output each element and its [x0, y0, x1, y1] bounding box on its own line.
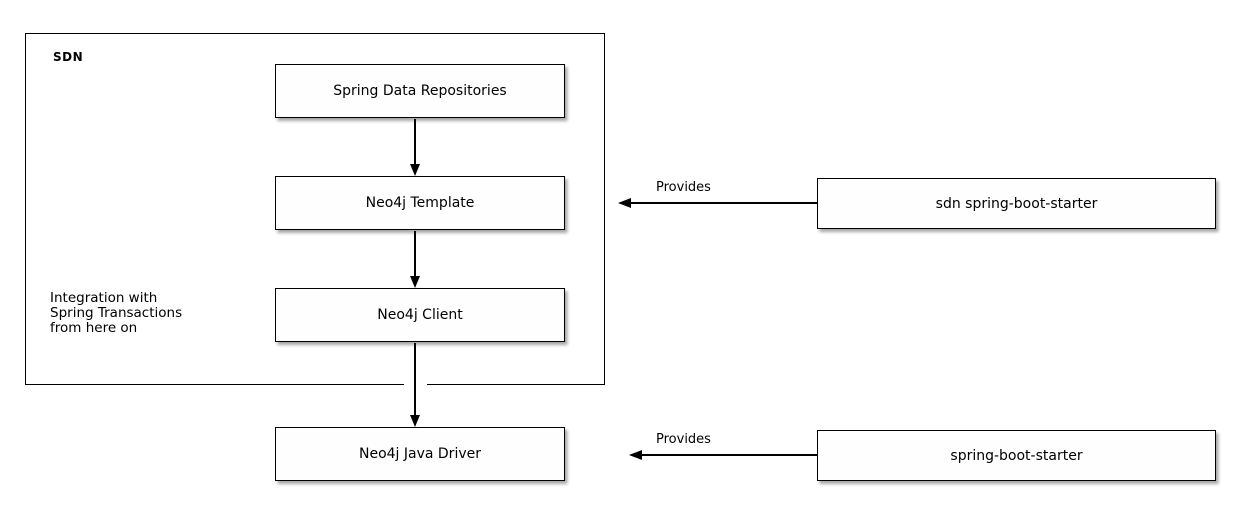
arrowhead-left-icon: [629, 450, 642, 460]
arrowhead-left-icon: [618, 198, 631, 208]
note-line-3: from here on: [50, 320, 138, 336]
sdn-group-label: SDN: [53, 50, 84, 64]
note-integration-transactions: Integration with Spring Transactions fro…: [50, 291, 182, 336]
edge-boot-starter-to-driver-line: [641, 454, 817, 456]
node-neo4j-client-label: Neo4j Client: [377, 307, 463, 323]
note-line-1: Integration with: [50, 290, 158, 306]
edge-template-to-client-line: [414, 231, 416, 277]
node-neo4j-template: Neo4j Template: [275, 176, 565, 230]
note-line-2: Spring Transactions: [50, 305, 183, 321]
node-spring-boot-starter-label: spring-boot-starter: [950, 447, 1083, 464]
edge-sdn-starter-to-template-line: [630, 202, 817, 204]
node-neo4j-template-label: Neo4j Template: [365, 195, 475, 211]
node-spring-boot-starter: spring-boot-starter: [817, 430, 1216, 481]
node-neo4j-client: Neo4j Client: [275, 288, 565, 342]
edge-repositories-to-template-line: [414, 119, 416, 165]
node-sdn-spring-boot-starter-label: sdn spring-boot-starter: [935, 195, 1098, 212]
node-neo4j-java-driver: Neo4j Java Driver: [275, 427, 565, 481]
edge-label-provides-top: Provides: [656, 180, 711, 195]
arrowhead-down-icon: [410, 276, 420, 288]
arrowhead-down-icon: [410, 415, 420, 427]
node-spring-data-repositories-label: Spring Data Repositories: [333, 83, 507, 99]
edge-client-to-driver-line: [414, 343, 416, 416]
arrowhead-down-icon: [410, 164, 420, 176]
edge-label-provides-bottom: Provides: [656, 432, 711, 447]
node-sdn-spring-boot-starter: sdn spring-boot-starter: [817, 178, 1216, 229]
node-spring-data-repositories: Spring Data Repositories: [275, 64, 565, 118]
node-neo4j-java-driver-label: Neo4j Java Driver: [358, 446, 481, 462]
